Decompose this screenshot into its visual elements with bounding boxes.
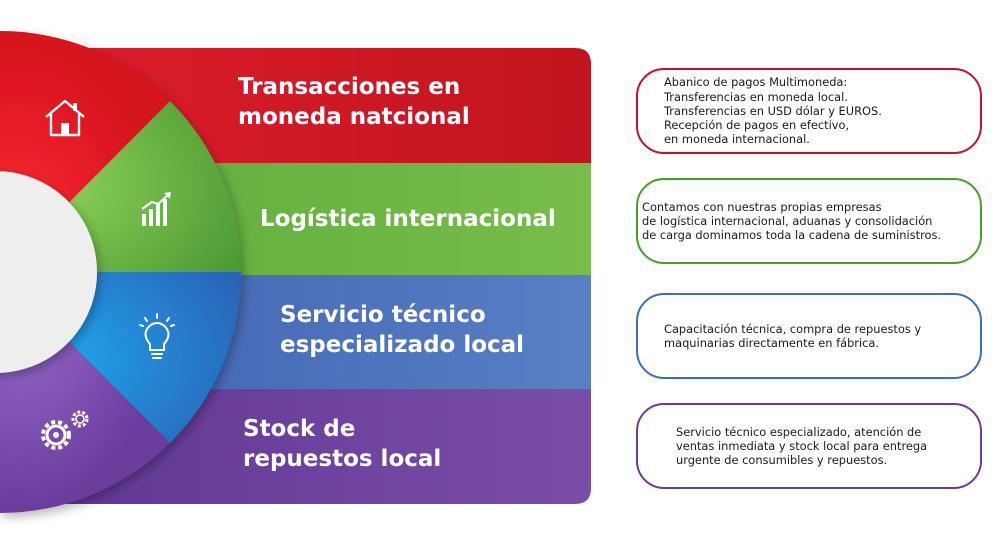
description-box-servicio-tecnico: Capacitación técnica, compra de repuesto… (636, 293, 982, 379)
description-box-stock: Servicio técnico especializado, atención… (636, 403, 982, 489)
house-icon (45, 99, 85, 137)
lightbulb-icon (139, 313, 175, 359)
description-text: Abanico de pagos Multimoneda: Transferen… (664, 75, 882, 147)
description-text: Contamos con nuestras propias empresas d… (642, 199, 942, 243)
description-box-logistica: Contamos con nuestras propias empresas d… (636, 178, 982, 264)
section-title-transacciones: Transacciones en moneda natcional (238, 74, 470, 131)
diagram-graphic (0, 30, 591, 514)
section-title-servicio-tecnico: Servicio técnico especializado local (280, 302, 525, 359)
center-circle (0, 171, 97, 373)
gears-icon (41, 410, 89, 450)
description-text: Servicio técnico especializado, atención… (676, 424, 928, 468)
description-box-transacciones: Abanico de pagos Multimoneda: Transferen… (636, 68, 982, 154)
growth-chart-icon (141, 192, 171, 226)
section-title-logistica: Logística internacional (260, 206, 556, 232)
section-title-stock: Stock de repuestos local (243, 416, 442, 473)
description-text: Capacitación técnica, compra de repuesto… (664, 321, 922, 350)
